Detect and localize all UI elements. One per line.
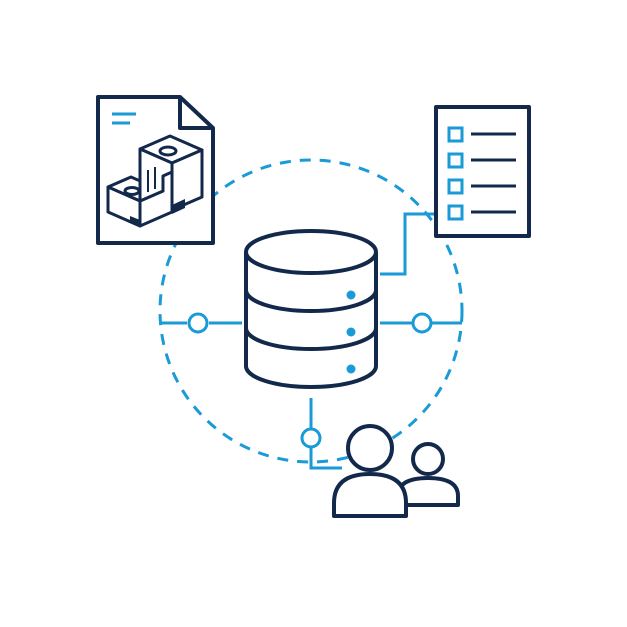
checklist-icon <box>434 105 531 238</box>
connector-right <box>380 312 462 334</box>
connector-checklist <box>380 212 436 276</box>
dashed-orbit-icon <box>158 158 464 464</box>
cad-document-icon <box>96 95 215 245</box>
connector-node-icon <box>300 427 322 449</box>
database-indicator-dot <box>346 327 356 337</box>
connector-node-icon <box>411 312 433 334</box>
database-icon <box>244 229 378 389</box>
connector-left <box>160 312 242 334</box>
users-icon <box>332 424 460 518</box>
machined-part-icon <box>106 134 204 228</box>
database-indicator-dot <box>346 364 356 374</box>
connector-bottom <box>300 398 342 470</box>
connector-node-icon <box>187 312 209 334</box>
database-indicator-dot <box>346 290 356 300</box>
